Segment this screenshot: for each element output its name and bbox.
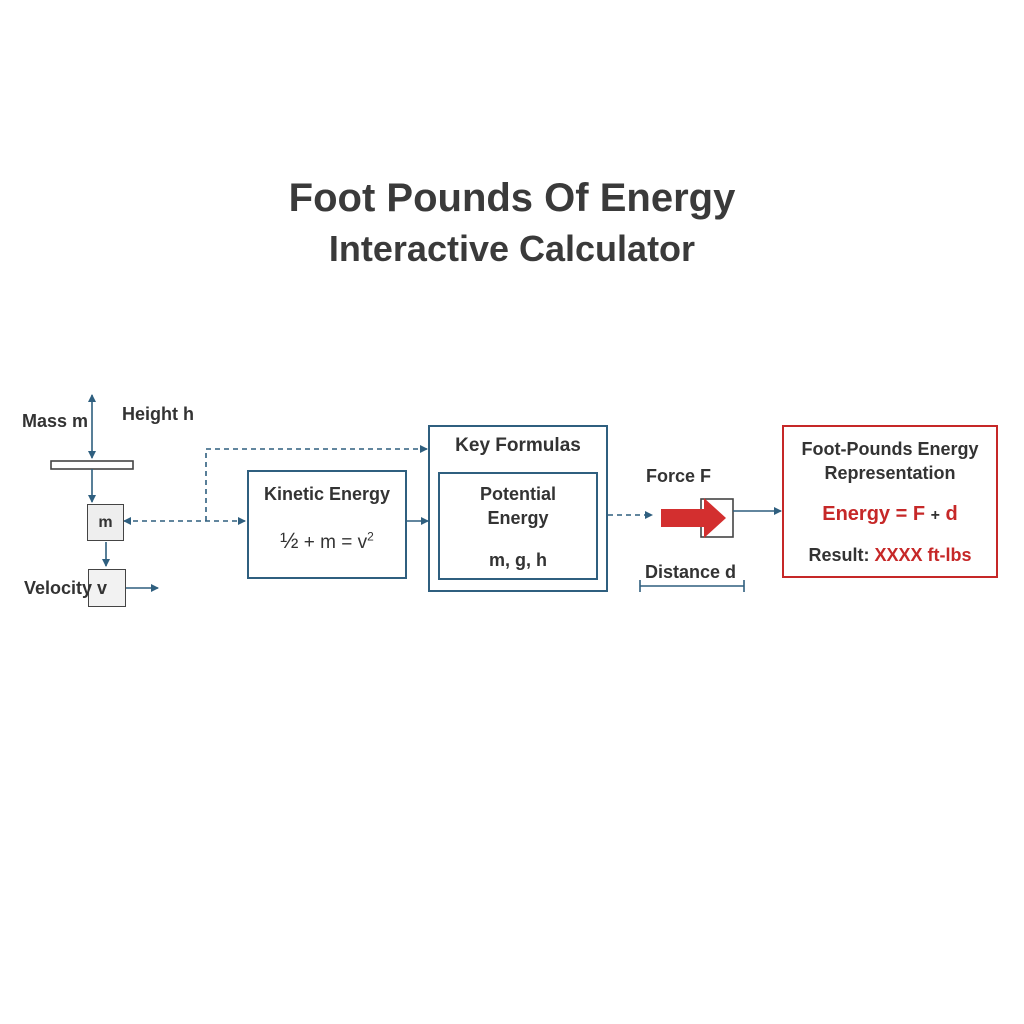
kinetic-energy-title: Kinetic Energy	[263, 484, 391, 504]
page-subtitle: Interactive Calculator	[328, 228, 696, 269]
mass-block: m	[87, 504, 124, 541]
result-title-line2: Representation	[824, 463, 956, 483]
result-line: Result: XXXX ft-lbs	[784, 545, 996, 566]
energy-formula-prefix: Energy = F	[822, 503, 931, 525]
key-formulas-title: Key Formulas	[455, 435, 581, 456]
potential-energy-title-line2: Energy	[487, 508, 549, 528]
result-box: Foot-Pounds Energy Representation Energy…	[782, 425, 998, 578]
distance-label: Distance d	[645, 562, 737, 582]
height-label: Height h	[122, 404, 194, 424]
mass-label: Mass m	[22, 411, 89, 431]
kinetic-energy-formula: ½ + m = v2	[249, 528, 405, 554]
velocity-label: Velocity v	[24, 578, 108, 598]
formula-body: + m = v	[298, 532, 368, 553]
force-label: Force F	[646, 466, 712, 486]
kinetic-energy-box: Kinetic Energy ½ + m = v2	[247, 470, 407, 579]
energy-formula-suffix: d	[939, 503, 958, 525]
mass-to-formulas-dashed	[205, 445, 428, 521]
potential-energy-vars: m, g, h	[489, 550, 547, 570]
velocity-block	[88, 569, 126, 607]
potential-energy-title-line1: Potential	[479, 484, 556, 504]
formula-exponent: 2	[367, 529, 374, 544]
mass-block-label: m	[98, 514, 113, 531]
energy-formula: Energy = F + d	[784, 503, 996, 526]
result-value: XXXX ft-lbs	[874, 545, 972, 565]
result-label: Result:	[808, 545, 875, 565]
formula-fraction: ½	[280, 528, 299, 553]
page-title: Foot Pounds Of Energy	[288, 176, 736, 220]
force-arrow-icon	[661, 498, 726, 538]
result-title-line1: Foot-Pounds Energy	[801, 439, 979, 459]
energy-formula-operator: +	[930, 507, 940, 524]
platform-bar	[50, 460, 134, 470]
potential-energy-box: Potential Energy m, g, h	[438, 472, 598, 580]
